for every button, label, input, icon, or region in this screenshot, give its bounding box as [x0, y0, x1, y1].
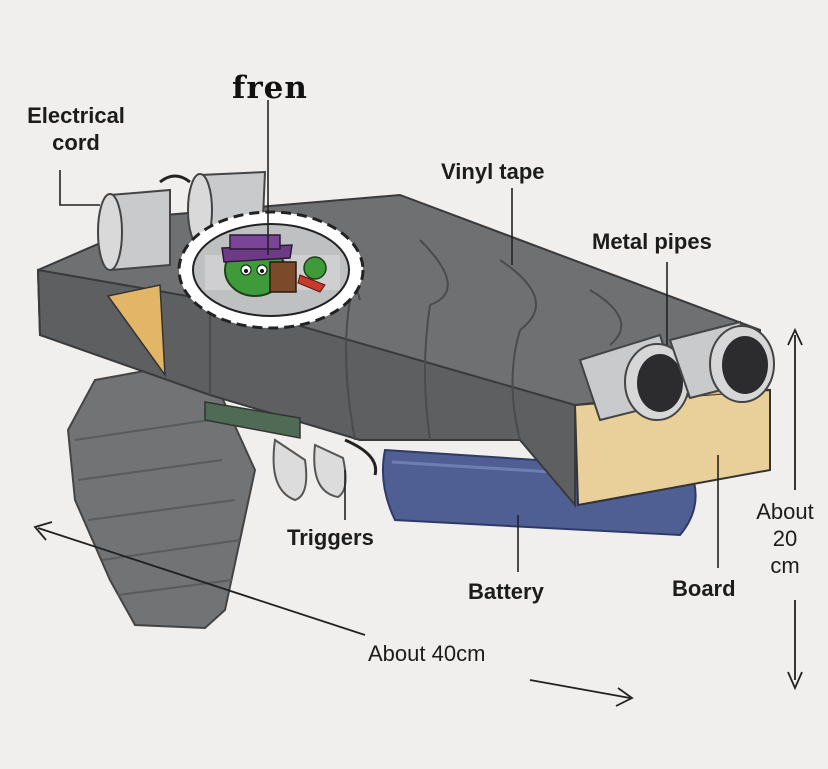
length-label: About 40cm	[368, 641, 486, 666]
metal-pipes-label: Metal pipes	[592, 229, 712, 254]
vinyl-tape-label: Vinyl tape	[441, 159, 545, 184]
height-label-line2: 20	[772, 526, 798, 551]
battery-label: Battery	[468, 579, 544, 604]
height-label: About 20 cm	[742, 498, 828, 579]
electrical-cord-leader	[59, 170, 100, 206]
board-label: Board	[672, 576, 736, 601]
triggers	[272, 438, 378, 502]
height-dimension-arrow	[787, 327, 803, 691]
leader-lines	[59, 100, 719, 572]
height-label-line1: About	[756, 499, 814, 524]
length-dimension-arrow	[33, 521, 634, 707]
metal-pipes	[578, 320, 775, 422]
fren-label: fren	[232, 70, 308, 106]
grip	[66, 358, 257, 630]
frog-character-icon	[221, 234, 327, 297]
electrical-cord-label-line1: Electrical	[27, 103, 125, 128]
electrical-cord-label: Electrical cord	[14, 102, 138, 156]
electrical-cord-label-line2: cord	[52, 130, 100, 155]
triggers-label: Triggers	[287, 525, 374, 550]
height-label-line3: cm	[770, 553, 800, 578]
